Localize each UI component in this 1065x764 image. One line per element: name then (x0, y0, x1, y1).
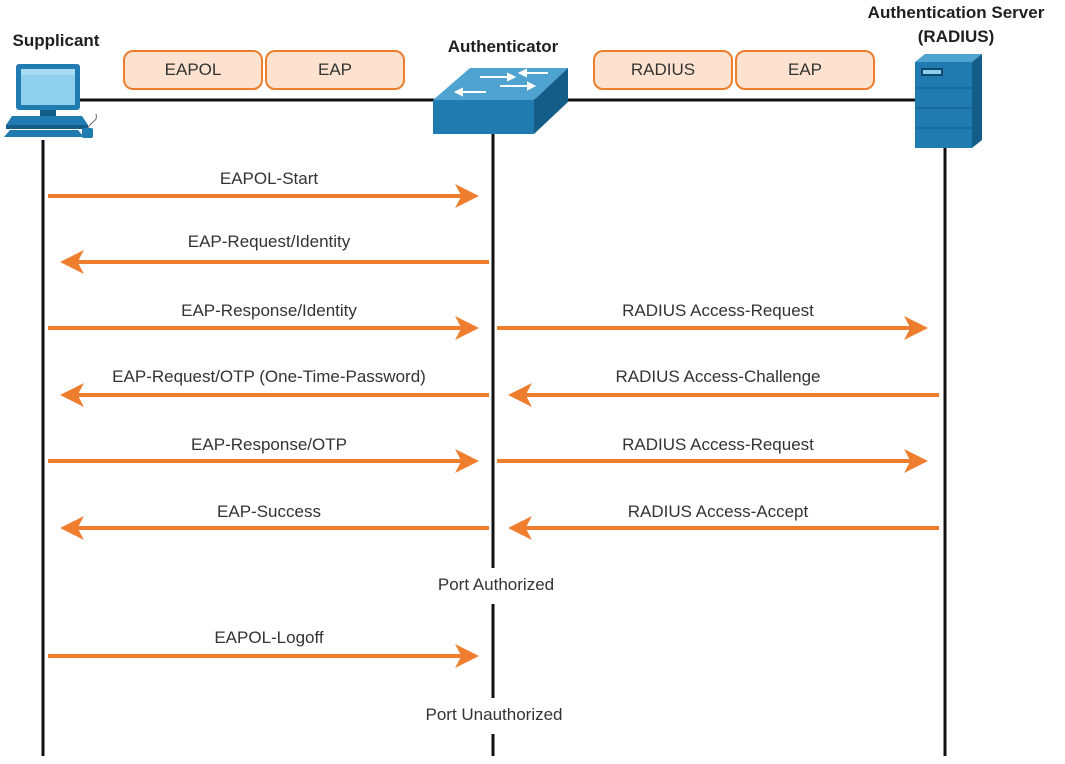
port-authorized-label: Port Authorized (438, 575, 554, 594)
message-radius-access-request-2: RADIUS Access-Request (497, 435, 928, 473)
message-label: EAP-Response/OTP (191, 435, 347, 454)
message-label: RADIUS Access-Request (622, 301, 814, 320)
message-label: RADIUS Access-Challenge (615, 367, 820, 386)
server-icon (915, 54, 982, 148)
message-eap-response-otp: EAP-Response/OTP (48, 435, 479, 473)
message-label: EAP-Request/OTP (One-Time-Password) (112, 367, 426, 386)
protocol-pill (123, 50, 263, 90)
message-eapol-logoff: EAPOL-Logoff (48, 628, 479, 668)
protocol-label: EAP (788, 60, 822, 79)
supplicant-title: Supplicant (13, 31, 100, 50)
message-eapol-start: EAPOL-Start (48, 169, 479, 208)
message-radius-access-challenge: RADIUS Access-Challenge (508, 367, 939, 407)
protocol-stack-right: RADIUS EAP (593, 50, 875, 90)
server-subtitle: (RADIUS) (918, 27, 995, 46)
message-radius-access-request: RADIUS Access-Request (497, 301, 928, 340)
protocol-pill (265, 50, 405, 90)
protocol-label: EAPOL (165, 60, 222, 79)
message-eap-request-otp: EAP-Request/OTP (One-Time-Password) (60, 367, 489, 407)
message-eap-success: EAP-Success (60, 502, 489, 540)
message-label: EAP-Success (217, 502, 321, 521)
protocol-pill (593, 50, 733, 90)
protocol-pill (735, 50, 875, 90)
message-label: EAPOL-Start (220, 169, 319, 188)
protocol-label: RADIUS (631, 60, 695, 79)
port-unauthorized-label: Port Unauthorized (425, 705, 562, 724)
message-eap-request-identity: EAP-Request/Identity (60, 232, 489, 274)
message-label: RADIUS Access-Accept (628, 502, 809, 521)
authenticator-title: Authenticator (448, 37, 559, 56)
message-label: RADIUS Access-Request (622, 435, 814, 454)
message-label: EAP-Request/Identity (188, 232, 351, 251)
message-eap-response-identity: EAP-Response/Identity (48, 301, 479, 340)
message-label: EAP-Response/Identity (181, 301, 357, 320)
message-label: EAPOL-Logoff (214, 628, 324, 647)
protocol-stack-left: EAPOL EAP (123, 50, 405, 90)
message-radius-access-accept: RADIUS Access-Accept (508, 502, 939, 540)
server-title: Authentication Server (868, 3, 1045, 22)
pc-icon (4, 64, 97, 138)
protocol-label: EAP (318, 60, 352, 79)
switch-icon (433, 68, 568, 134)
